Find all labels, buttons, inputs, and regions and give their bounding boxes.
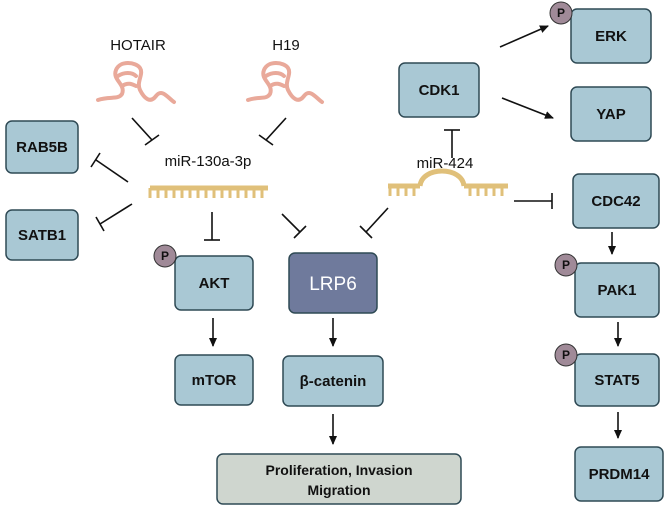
node-stat5: STAT5 [574, 353, 660, 407]
inhibit-mir424-cdc42 [514, 193, 553, 209]
mir424-label: miR-424 [417, 155, 474, 172]
node-cdk1: CDK1 [398, 62, 480, 118]
node-lrp6: LRP6 [288, 252, 378, 314]
inhibit-mir130-satb1 [95, 203, 133, 232]
mtor-label: mTOR [192, 372, 237, 389]
phospho-erk-label: P [557, 6, 565, 20]
node-yap: YAP [570, 86, 652, 142]
inhibit-h19-mir130 [258, 117, 287, 146]
node-cdc42: CDC42 [572, 173, 660, 229]
outcome-line2: Migration [308, 482, 371, 498]
phospho-pak1-label: P [562, 258, 570, 272]
inhibit-mir130-lrp6 [281, 213, 307, 239]
node-beta-catenin: β-catenin [282, 355, 384, 407]
phospho-badge-pak1: P [554, 253, 578, 277]
inhibit-mir424-lrp6 [359, 207, 389, 239]
node-mtor: mTOR [174, 354, 254, 406]
arrow-cdk1-yap [501, 97, 554, 119]
node-outcome: Proliferation, Invasion Migration [216, 453, 462, 505]
yap-label: YAP [596, 106, 625, 123]
node-pak1: PAK1 [574, 262, 660, 318]
erk-label: ERK [595, 28, 627, 45]
arrow-cdk1-erk [499, 25, 549, 48]
cdc42-label: CDC42 [591, 193, 640, 210]
inhibit-mir424-cdk1 [444, 129, 460, 158]
lrp6-label: LRP6 [309, 274, 357, 295]
h19-label: H19 [272, 37, 300, 54]
node-rab5b: RAB5B [5, 120, 79, 174]
phospho-badge-stat5: P [554, 343, 578, 367]
phospho-stat5-label: P [562, 348, 570, 362]
mir424-mirna-icon [388, 168, 508, 196]
phospho-badge-akt: P [153, 244, 177, 268]
node-prdm14: PRDM14 [574, 446, 664, 502]
inhibit-hotair-mir130 [131, 117, 160, 146]
inhibit-mir130-akt [204, 212, 220, 241]
node-satb1: SATB1 [5, 209, 79, 261]
prdm14-label: PRDM14 [589, 466, 651, 483]
inhibit-mir130-rab5b [90, 152, 129, 183]
mir130-mirna-icon [148, 185, 268, 198]
mir130-label: miR-130a-3p [165, 153, 252, 170]
node-erk: ERK [570, 8, 652, 64]
akt-label: AKT [199, 275, 230, 292]
satb1-label: SATB1 [18, 227, 66, 244]
hotair-lncrna-icon [96, 61, 176, 104]
stat5-label: STAT5 [594, 372, 639, 389]
hotair-label: HOTAIR [110, 37, 166, 54]
outcome-line1: Proliferation, Invasion [265, 462, 412, 478]
pak1-label: PAK1 [598, 282, 637, 299]
phospho-akt-label: P [161, 249, 169, 263]
node-akt: AKT [174, 255, 254, 311]
cdk1-label: CDK1 [419, 82, 460, 99]
beta-catenin-label: β-catenin [300, 373, 367, 390]
h19-lncrna-icon [246, 61, 324, 104]
rab5b-label: RAB5B [16, 139, 68, 156]
phospho-badge-erk: P [549, 1, 573, 25]
